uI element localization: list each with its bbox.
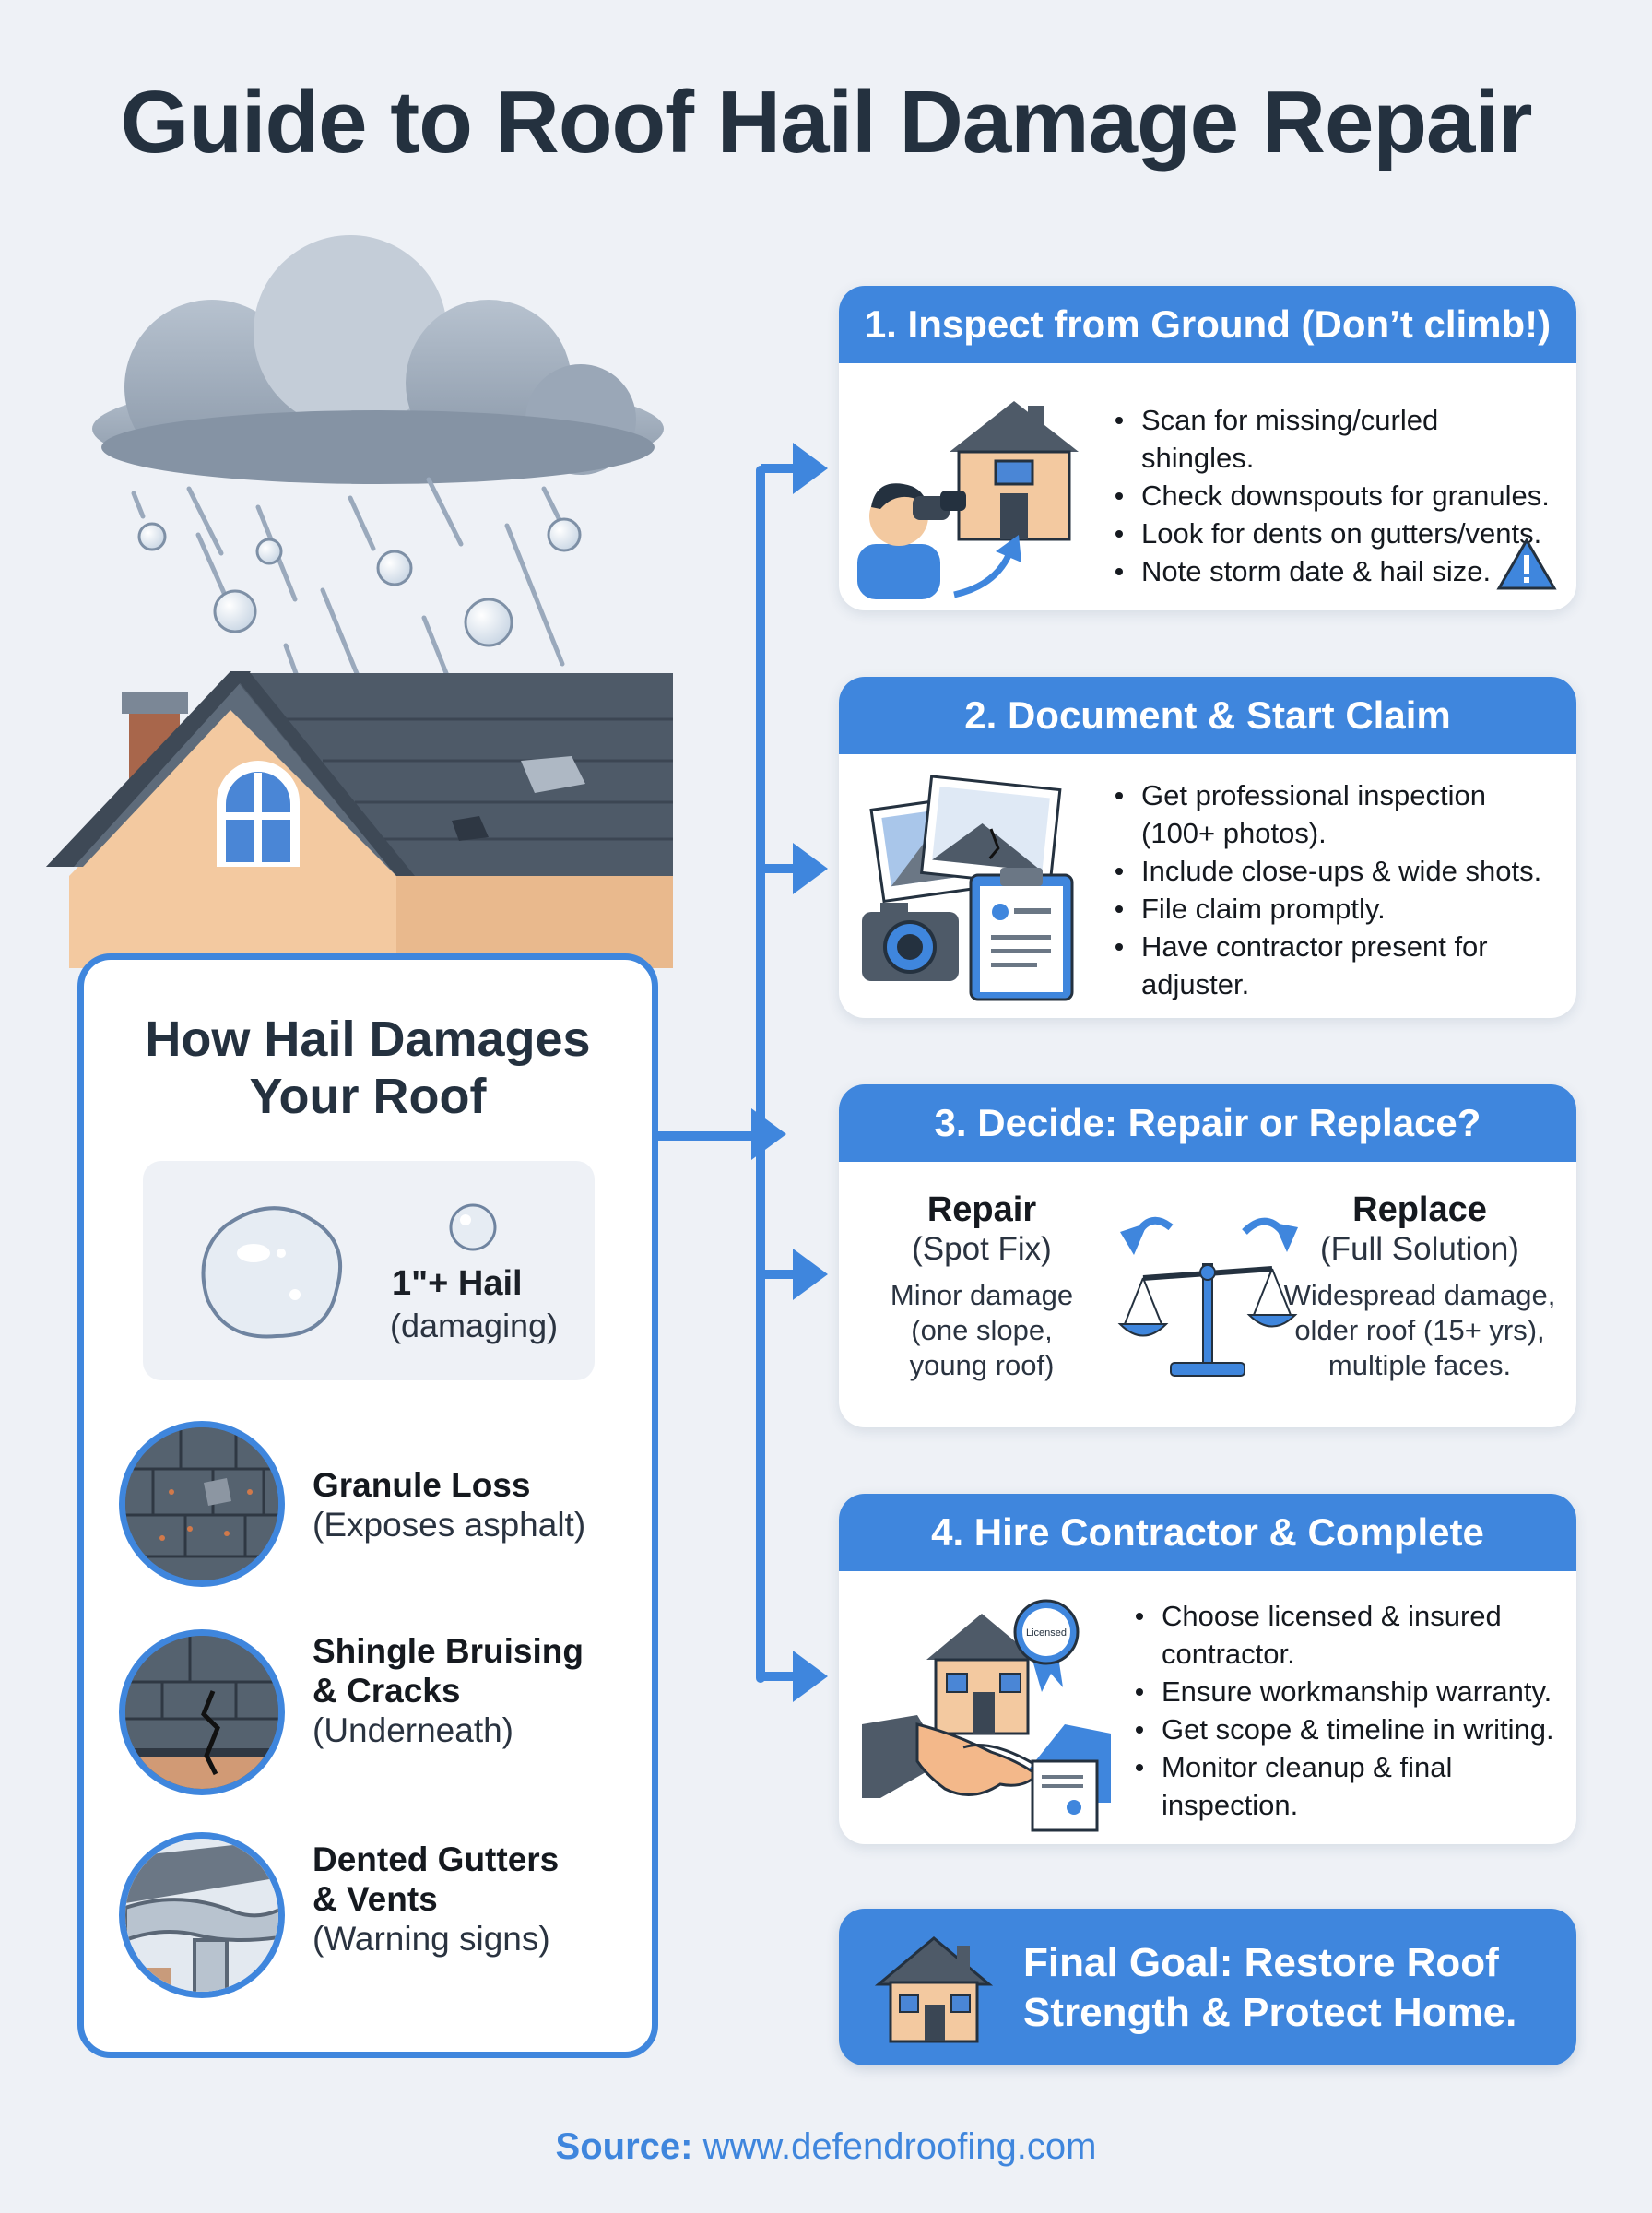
- damage-item-shingle-bruising: Shingle Bruising & Cracks (Underneath): [119, 1629, 635, 1805]
- scale-balance-icon: [1117, 1216, 1298, 1377]
- damage-title: Dented Gutters: [313, 1840, 560, 1878]
- repair-sub: (Spot Fix): [912, 1231, 1052, 1267]
- small-hailstone-icon: [449, 1203, 497, 1251]
- warning-icon: [1496, 537, 1557, 590]
- bullet-item: Look for dents on gutters/vents.: [1115, 515, 1558, 552]
- step-heading: 1. Inspect from Ground (Don’t climb!): [839, 286, 1576, 363]
- step-card-inspect: 1. Inspect from Ground (Don’t climb!) Sc…: [839, 286, 1576, 610]
- final-goal-banner: Final Goal: Restore Roof Strength & Prot…: [839, 1909, 1576, 2065]
- step-bullets: Choose licensed & insured contractor. En…: [1136, 1597, 1569, 1824]
- hail-storm-house-illustration: [46, 235, 673, 968]
- replace-option: Replace (Full Solution) Widespread damag…: [1272, 1189, 1567, 1383]
- step-card-document: 2. Document & Start Claim Get profession…: [839, 677, 1576, 1018]
- replace-sub: (Full Solution): [1320, 1231, 1519, 1267]
- granule-loss-icon: [119, 1421, 285, 1587]
- bullet-item: Note storm date & hail size.: [1115, 552, 1558, 590]
- bullet-item: Check downspouts for granules.: [1115, 477, 1558, 515]
- handshake-contractor-icon: Licensed: [862, 1599, 1111, 1832]
- dented-gutter-icon: [119, 1832, 285, 1998]
- hail-size-sub: (damaging): [390, 1307, 559, 1344]
- repair-title: Repair: [926, 1190, 1037, 1229]
- arrow-right-icon: [761, 1249, 828, 1300]
- damage-sub: (Underneath): [313, 1711, 514, 1749]
- replace-title: Replace: [1352, 1190, 1487, 1229]
- damage-item-dented-gutters: Dented Gutters & Vents (Warning signs): [119, 1832, 635, 2007]
- source-label: Source:: [555, 2126, 693, 2167]
- bullet-item: Have contractor present for adjuster.: [1115, 928, 1558, 1003]
- damage-sub: (Warning signs): [313, 1920, 550, 1958]
- step-heading: 2. Document & Start Claim: [839, 677, 1576, 754]
- bullet-item: Get scope & timeline in writing.: [1136, 1710, 1569, 1748]
- window-icon: [217, 761, 300, 867]
- bullet-item: Choose licensed & insured contractor.: [1136, 1597, 1569, 1673]
- hail-size-label: 1"+ Hail: [392, 1264, 523, 1303]
- bullet-item: Monitor cleanup & final inspection.: [1136, 1748, 1569, 1824]
- page-title: Guide to Roof Hail Damage Repair: [120, 73, 1533, 172]
- damage-item-granule-loss: Granule Loss (Exposes asphalt): [119, 1421, 635, 1596]
- connector-horizontal: [658, 1131, 760, 1141]
- storm-cloud-icon: [92, 235, 664, 484]
- final-goal-text: Final Goal: Restore Roof Strength & Prot…: [1023, 1940, 1517, 2035]
- arrow-right-icon: [751, 1108, 786, 1160]
- damage-sub: (Exposes asphalt): [313, 1506, 586, 1544]
- bullet-item: Scan for missing/curled shingles.: [1115, 401, 1558, 477]
- bullet-item: Ensure workmanship warranty.: [1136, 1673, 1569, 1710]
- step-card-decide: 3. Decide: Repair or Replace? Repair (Sp…: [839, 1084, 1576, 1427]
- hail-size-box: 1"+ Hail (damaging): [143, 1161, 595, 1380]
- repair-desc: Minor damage (one slope, young roof): [890, 1279, 1074, 1381]
- step-card-hire: 4. Hire Contractor & Complete Licensed C…: [839, 1494, 1576, 1844]
- replace-desc: Widespread damage, older roof (15+ yrs),…: [1283, 1279, 1556, 1381]
- bullet-item: Get professional inspection (100+ photos…: [1115, 776, 1558, 852]
- source-credit: Source: www.defendroofing.com: [0, 2126, 1652, 2168]
- step-heading: 3. Decide: Repair or Replace?: [839, 1084, 1576, 1162]
- arrow-right-icon: [761, 443, 828, 494]
- step-heading: 4. Hire Contractor & Complete: [839, 1494, 1576, 1571]
- damage-title: Granule Loss: [313, 1466, 531, 1504]
- arrow-right-icon: [761, 1651, 828, 1702]
- cracked-shingle-icon: [119, 1629, 285, 1795]
- connector-vertical: [756, 466, 765, 1683]
- damage-title-line2: & Vents: [313, 1880, 438, 1918]
- left-panel-title: How Hail Damages Your Roof: [145, 1012, 591, 1124]
- step-bullets: Scan for missing/curled shingles. Check …: [1115, 401, 1558, 590]
- repair-option: Repair (Spot Fix) Minor damage (one slop…: [857, 1189, 1106, 1383]
- licensed-badge-text: Licensed: [1026, 1627, 1067, 1639]
- bullet-item: Include close-ups & wide shots.: [1115, 852, 1558, 890]
- source-url: www.defendroofing.com: [702, 2126, 1097, 2167]
- damage-title: Shingle Bruising: [313, 1632, 584, 1670]
- damage-title-line2: & Cracks: [313, 1672, 461, 1710]
- binoculars-person-icon: [857, 401, 1079, 599]
- bullet-item: File claim promptly.: [1115, 890, 1558, 928]
- how-hail-damages-panel: How Hail Damages Your Roof 1"+ Hail (dam…: [77, 953, 658, 2058]
- licensed-badge-icon: Licensed: [1013, 1599, 1080, 1692]
- home-icon: [874, 1936, 994, 2043]
- arrow-right-icon: [761, 843, 828, 894]
- photos-camera-clipboard-icon: [862, 775, 1074, 1001]
- step-bullets: Get professional inspection (100+ photos…: [1115, 776, 1558, 1003]
- large-hailstone-icon: [201, 1206, 343, 1339]
